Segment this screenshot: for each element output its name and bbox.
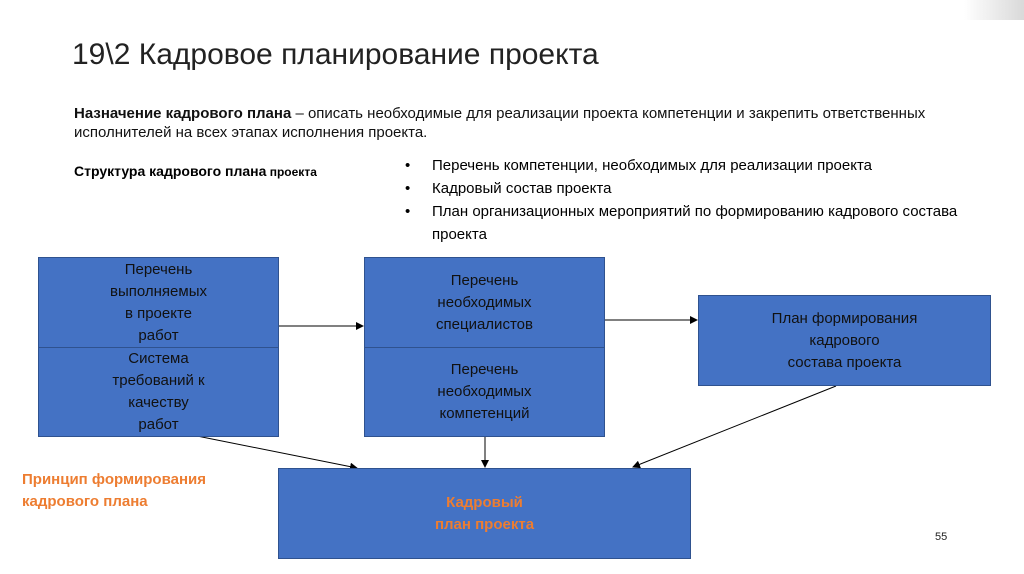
box-specialists-list-label: Перечень необходимых специалистов [436, 271, 533, 333]
box2-divider [364, 347, 605, 348]
box-competencies-list-label: Перечень необходимых компетенций [437, 360, 532, 422]
list-item-text: План организационных мероприятий по форм… [432, 203, 958, 243]
box-competencies-list: Перечень необходимых компетенций [364, 347, 605, 437]
box-staffing-plan: План формирования кадрового состава прое… [698, 295, 991, 386]
bullet-icon: • [405, 180, 411, 197]
box-specialists-list: Перечень необходимых специалистов [364, 257, 605, 347]
purpose-label: Назначение кадрового плана [74, 105, 292, 122]
list-item: • Кадровый состав проекта [405, 177, 1005, 200]
list-item: • Перечень компетенции, необходимых для р… [405, 154, 1005, 177]
bullet-icon: • [405, 203, 411, 220]
arrow-box1-to-box4 [191, 434, 358, 471]
box-hr-plan-label: Кадровый план проекта [434, 493, 535, 533]
purpose-text: – описать необходимые для реализации про… [74, 105, 926, 141]
list-item: • План организационных мероприятий по фор… [405, 200, 1005, 246]
box1-divider [38, 347, 279, 348]
principle-label: Принцип формирования кадрового плана [22, 471, 206, 510]
structure-label: Структура кадрового плана [74, 163, 267, 179]
bullet-icon: • [405, 157, 411, 174]
structure-list: • Перечень компетенции, необходимых для р… [405, 154, 1005, 246]
box-hr-plan: Кадровый план проекта [278, 468, 691, 559]
slide-title: 19\2 Кадровое планирование проекта [72, 38, 599, 71]
structure-heading: Структура кадрового плана проекта [74, 163, 317, 179]
box-quality-requirements: Система требований к качеству работ [38, 347, 279, 437]
structure-suffix: проекта [266, 165, 317, 179]
page-number: 55 [935, 531, 948, 543]
arrow-box3-to-box4 [632, 385, 837, 469]
box-staffing-plan-label: План формирования кадрового состава прое… [771, 309, 918, 371]
box-works-list-label: Перечень выполняемых в проекте работ [110, 260, 207, 344]
box-works-list: Перечень выполняемых в проекте работ [38, 257, 279, 347]
slide-corner-shade [964, 0, 1024, 20]
list-item-text: Кадровый состав проекта [432, 180, 612, 197]
purpose-paragraph: Назначение кадрового плана – описать нео… [74, 104, 974, 142]
box-quality-requirements-label: Система требований к качеству работ [112, 349, 205, 433]
list-item-text: Перечень компетенции, необходимых для ре… [432, 157, 873, 174]
